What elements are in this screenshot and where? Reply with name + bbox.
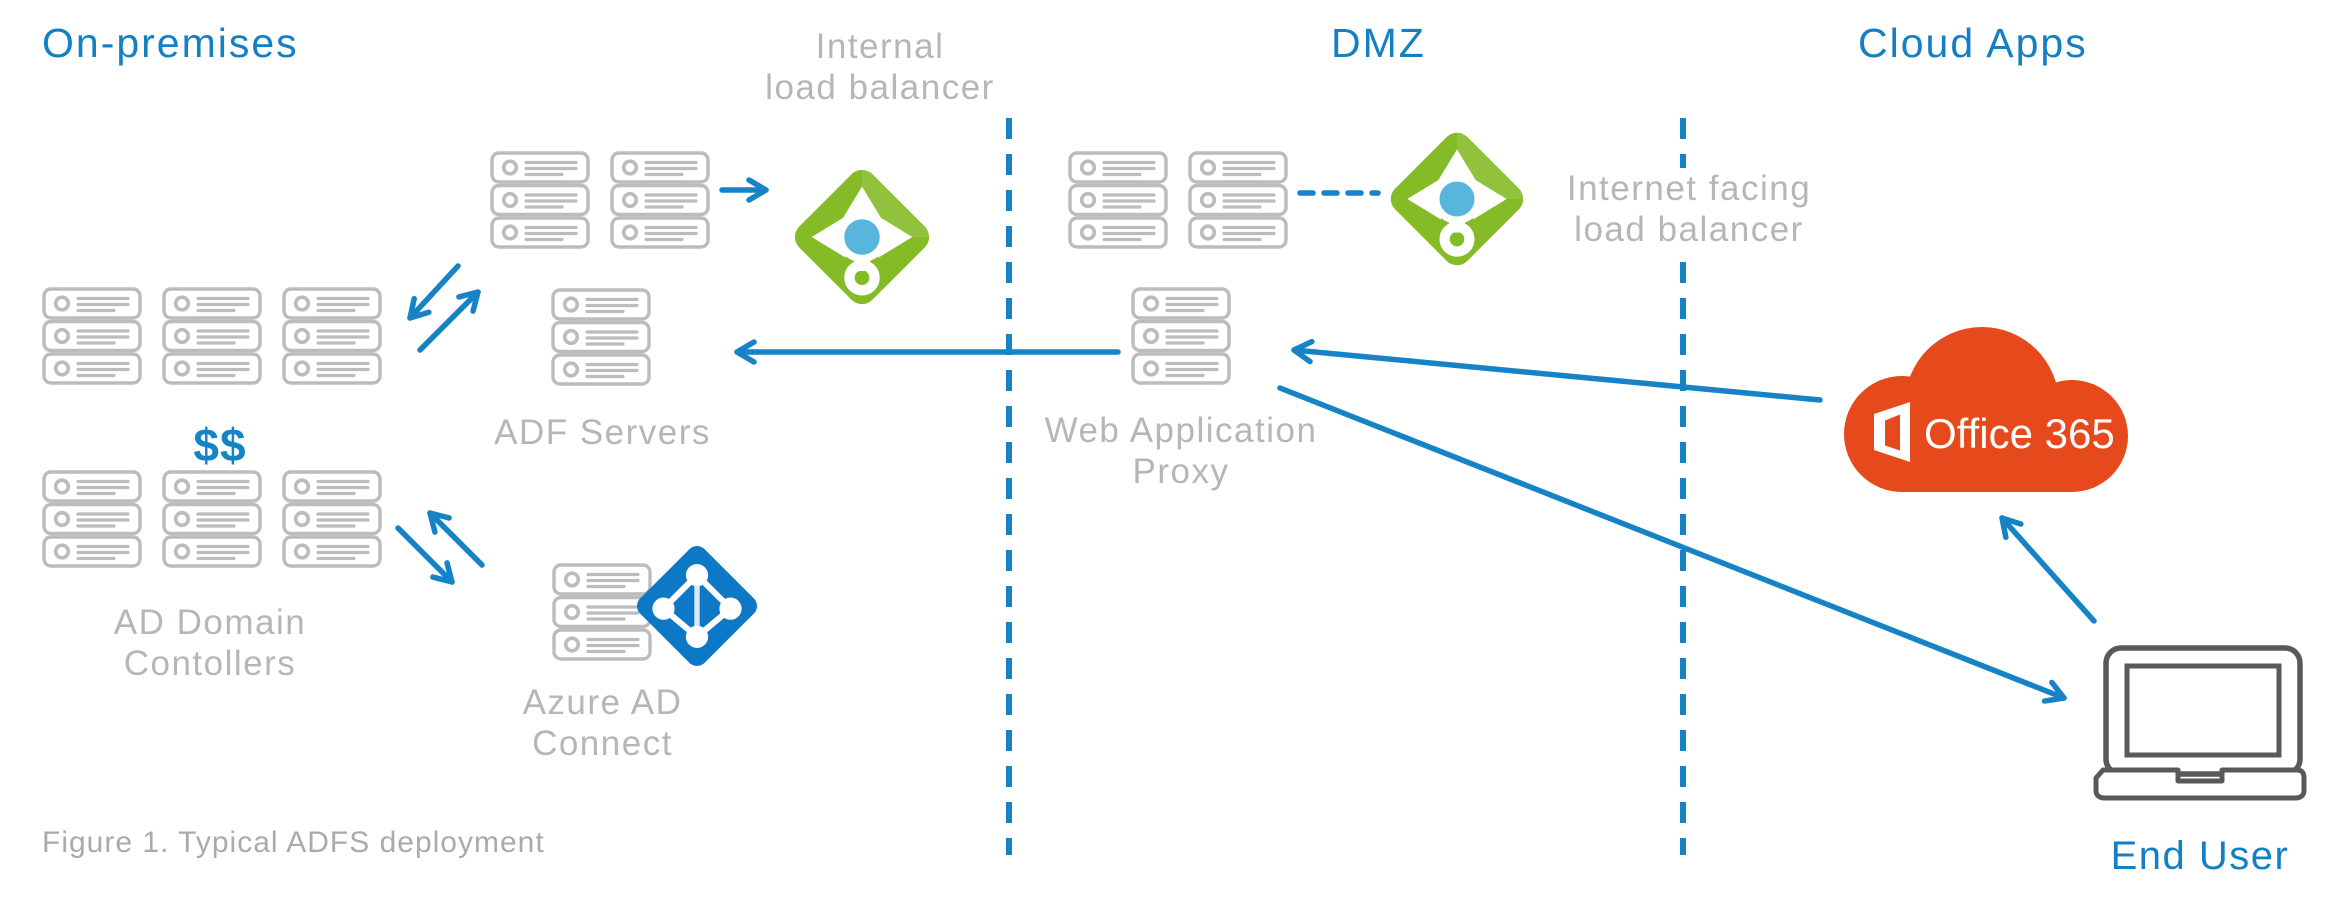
ad-dc-server-stack-icon — [282, 470, 382, 568]
arrow-wap-to-enduser — [1277, 385, 2067, 704]
adfs-server-stack-icon — [490, 151, 590, 249]
ad-dc-server-stack-icon — [42, 287, 142, 385]
arrow-adfs-to-addc — [407, 263, 461, 321]
laptop-icon — [2093, 645, 2307, 801]
arrow-addc-to-aadconnect — [395, 525, 455, 585]
internet-facing-lb-label: Internet facing load balancer — [1544, 168, 1834, 250]
ad-domain-controllers-label: AD Domain Contollers — [113, 603, 307, 683]
arrow-aadconnect-to-addc — [427, 510, 485, 568]
web-application-proxy-server-stack-icon — [1131, 287, 1231, 385]
dmz-server-stack-icon — [1068, 151, 1168, 249]
azure-ad-connect-label: Azure AD Connect — [522, 683, 683, 763]
web-application-proxy-label: Web Application Proxy — [1044, 411, 1318, 491]
azure-ad-icon — [633, 542, 762, 671]
zone-title-dmz: DMZ — [1331, 20, 1426, 66]
dmz-server-stack-icon — [1188, 151, 1288, 249]
office365-label: Office 365 — [1924, 410, 2115, 457]
azure-ad-connect-server-stack-icon — [552, 563, 652, 661]
cost-indicator: $$ — [193, 419, 247, 471]
zone-title-on-premises: On-premises — [42, 20, 299, 66]
ad-dc-server-stack-icon — [162, 470, 262, 568]
adfs-server-stack-icon — [610, 151, 710, 249]
ad-dc-server-stack-icon — [162, 287, 262, 385]
end-user-label: End User — [2110, 834, 2290, 878]
arrow-addc-to-adfs — [417, 289, 481, 353]
adfs-server-stack-icon — [551, 288, 651, 386]
zone-title-cloud-apps: Cloud Apps — [1858, 20, 2088, 66]
arrow-office365-to-wap — [1291, 338, 1823, 403]
internet-facing-load-balancer-icon — [1385, 127, 1530, 272]
internal-load-balancer-icon — [789, 164, 936, 311]
office-logo-icon — [1874, 402, 1910, 462]
figure-caption: Figure 1. Typical ADFS deployment — [42, 826, 545, 859]
arrow-enduser-to-office365 — [1999, 515, 2097, 624]
ad-dc-server-stack-icon — [282, 287, 382, 385]
ad-dc-server-stack-icon — [42, 470, 142, 568]
internal-lb-label: Internal load balancer — [765, 27, 995, 107]
adf-servers-label: ADF Servers — [494, 413, 711, 452]
